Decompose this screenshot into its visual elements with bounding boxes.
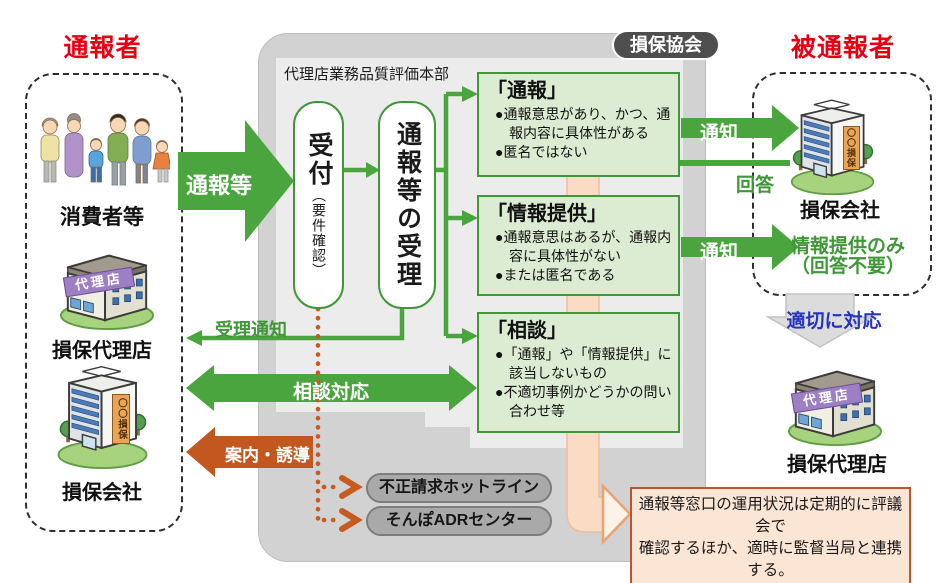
category-title: 「通報」 — [487, 80, 567, 102]
reception-box: 受付（要件確認） — [293, 101, 344, 309]
agency-sign-text: 代理店 — [802, 386, 852, 409]
info-only-line1: 情報提供のみ — [790, 236, 905, 257]
consumers-icon — [40, 113, 170, 186]
reporter-title: 通報者 — [63, 34, 142, 62]
category-bullet: ●匿名ではない — [495, 144, 588, 161]
category-bullet: ●「通報」や「情報提供」に該当しないもの — [495, 346, 672, 382]
reception-to-acceptance-arrow — [343, 162, 380, 178]
reception-main-text: 受付 — [305, 132, 333, 188]
hotline-dotted-lines — [315, 306, 363, 532]
adr-center-pill: そんぽADRセンター — [366, 506, 552, 536]
company-sign-left: 〇〇損保 — [112, 394, 130, 444]
info-only-line2: （回答不要） — [790, 256, 905, 277]
reception-sub-text: （要件確認） — [311, 188, 327, 278]
company-building-icon-left — [57, 365, 148, 470]
company-sign-text: 〇〇損保 — [846, 128, 856, 168]
category-bullet: ●通報意思はあるが、通報内容に具体性がない — [495, 229, 672, 265]
note-line1: 通報等窓口の運用状況は定期的に評議会で — [638, 496, 903, 535]
acceptance-branch-lines — [434, 86, 478, 344]
category-bullets: ●通報意思はあるが、通報内容に具体性がない ●または匿名である — [487, 228, 672, 285]
reply-label: 回答 — [735, 175, 774, 196]
dept-header: 代理店業務品質評価本部 — [284, 66, 450, 83]
company-label-right: 損保会社 — [800, 200, 880, 222]
acceptance-box: 通報等の受理 — [378, 101, 436, 309]
category-bullet: ●または匿名である — [495, 267, 616, 284]
guidance-label: 案内・誘導 — [225, 446, 310, 465]
category-box-report: 「通報」 ●通報意思があり、かつ、通報内容に具体性がある ●匿名ではない — [477, 72, 680, 177]
respond-label: 適切に対応 — [786, 311, 882, 332]
notify-arrow-1 — [681, 105, 799, 151]
consumers-label: 消費者等 — [60, 206, 144, 229]
agency-sign-text: 代理店 — [74, 270, 124, 293]
review-flow-arrowhead — [601, 482, 632, 546]
company-sign-right: 〇〇損保 — [843, 126, 860, 170]
category-bullet: ●不適切事例かどうかの問い合わせ等 — [495, 384, 672, 420]
acceptance-notice-label: 受理通知 — [215, 320, 287, 340]
company-sign-text: 〇〇損保 — [116, 398, 127, 440]
reception-text: 受付（要件確認） — [305, 132, 333, 278]
category-box-consult: 「相談」 ●「通報」や「情報提供」に該当しないもの ●不適切事例かどうかの問い合… — [477, 312, 680, 433]
notify-arrow-2 — [681, 224, 799, 270]
company-building-icon-right — [790, 99, 875, 196]
category-bullets: ●「通報」や「情報提供」に該当しないもの ●不適切事例かどうかの問い合わせ等 — [487, 345, 672, 421]
respond-down-arrow — [765, 293, 875, 348]
category-bullets: ●通報意思があり、かつ、通報内容に具体性がある ●匿名ではない — [487, 105, 672, 162]
guidance-arrow — [186, 427, 313, 477]
consultation-support-label: 相談対応 — [292, 382, 369, 403]
hotline-chevron-2 — [339, 508, 363, 532]
reported-title: 被通報者 — [790, 34, 895, 62]
consultation-support-arrow — [186, 365, 477, 411]
category-box-info: 「情報提供」 ●通報意思はあるが、通報内容に具体性がない ●または匿名である — [477, 195, 680, 296]
note-box: 通報等窓口の運用状況は定期的に評議会で 確認するほか、適時に監督当局と連携する。 — [630, 487, 911, 583]
notify-label-2: 通知 — [699, 242, 738, 263]
note-line2: 確認するほか、適時に監督当局と連携する。 — [638, 540, 903, 579]
notify-label-1: 通知 — [699, 123, 738, 144]
hotline-chevron-1 — [339, 475, 363, 499]
category-title: 「情報提供」 — [487, 203, 607, 225]
fraud-hotline-pill: 不正請求ホットライン — [366, 473, 552, 503]
category-bullet: ●通報意思があり、かつ、通報内容に具体性がある — [495, 106, 671, 142]
association-badge: 損保協会 — [612, 30, 720, 60]
report-arrow-label: 通報等 — [186, 173, 253, 198]
acceptance-notice-arrow — [186, 305, 405, 346]
category-title: 「相談」 — [487, 320, 567, 342]
acceptance-text: 通報等の受理 — [393, 121, 422, 289]
agency-label-right: 損保代理店 — [787, 454, 887, 476]
company-label-left: 損保会社 — [62, 482, 142, 504]
agency-label-left: 損保代理店 — [52, 340, 152, 362]
report-arrow — [178, 120, 294, 242]
